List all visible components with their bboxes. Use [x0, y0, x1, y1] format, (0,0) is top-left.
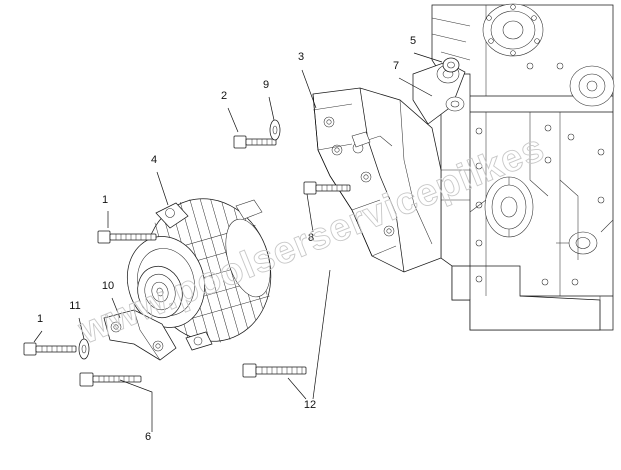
callout-12: 12 [304, 399, 316, 411]
callout-10: 10 [102, 280, 114, 292]
watermark-text: www.poolserservicepilkes [72, 127, 550, 353]
alternator [126, 198, 272, 351]
callout-5: 5 [410, 35, 416, 47]
callout-2: 2 [221, 90, 227, 102]
bolt-12 [242, 363, 307, 378]
alternator-mounting-bracket [312, 61, 466, 273]
callout-11: 11 [69, 300, 80, 312]
bolt-2 [233, 135, 277, 149]
callout-6: 6 [145, 431, 151, 443]
bolt-5 [442, 57, 460, 73]
lower-bracket [103, 309, 177, 361]
bolt-8 [303, 181, 351, 195]
callout-1-upper: 1 [102, 194, 108, 206]
callout-4: 4 [151, 154, 157, 166]
engine-block [431, 3, 615, 331]
washer-9 [269, 119, 281, 141]
callout-labels: 1 2 3 4 5 6 7 8 9 10 11 1 12 [37, 35, 416, 443]
callout-9: 9 [263, 79, 269, 91]
bolt-1-upper [97, 230, 157, 244]
callout-1-lower: 1 [37, 313, 43, 325]
callout-3: 3 [298, 51, 304, 63]
bolt-1-lower [23, 342, 77, 356]
bolt-6 [79, 372, 142, 387]
leader-lines [33, 52, 443, 432]
callout-7: 7 [393, 60, 399, 72]
callout-8: 8 [308, 232, 314, 244]
